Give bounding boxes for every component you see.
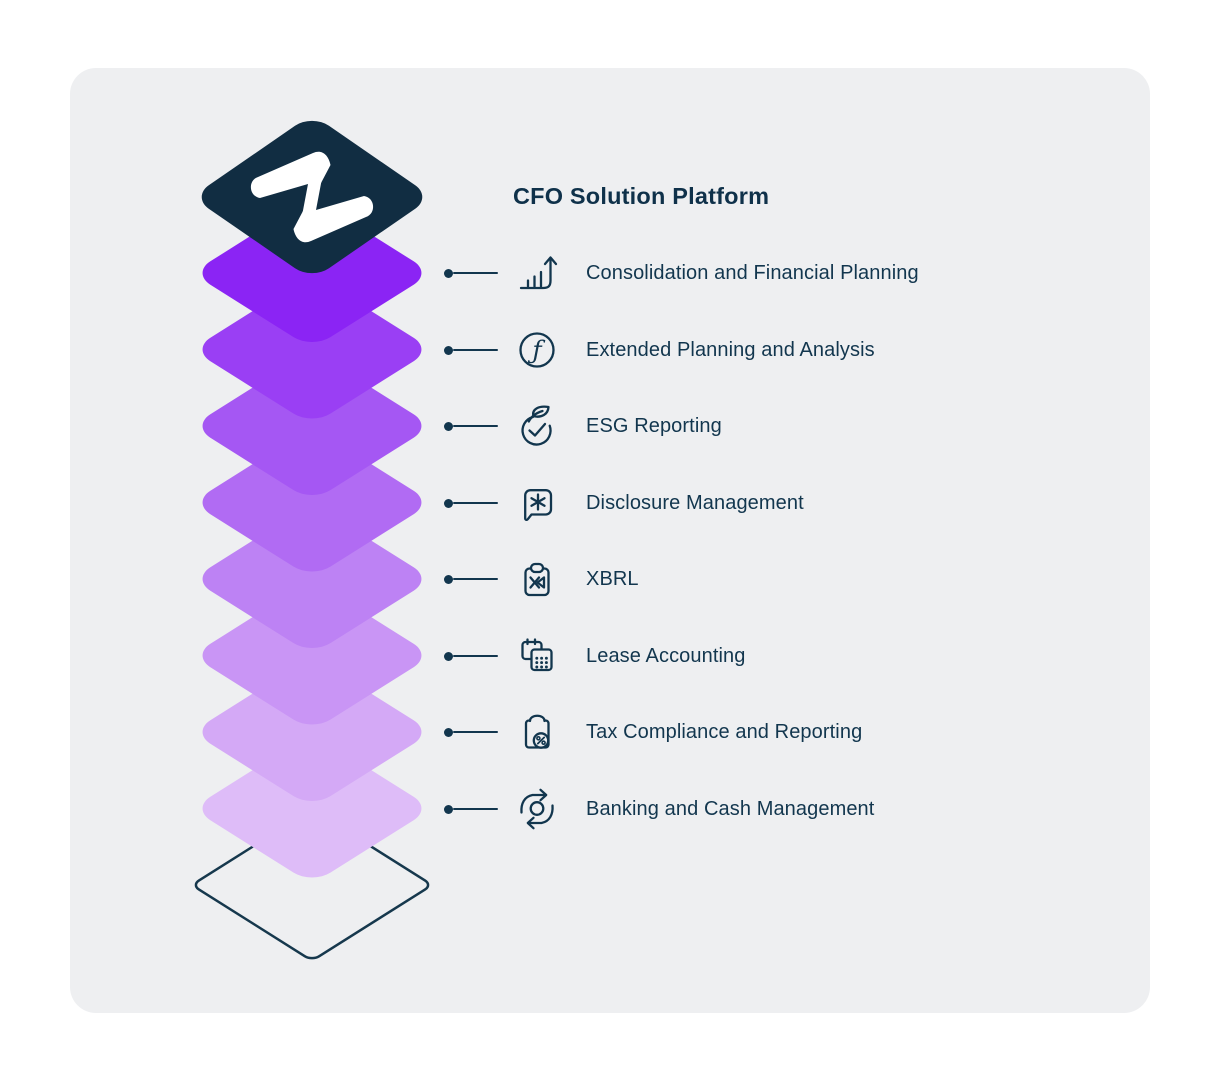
- connector: [444, 268, 498, 278]
- sync-arrows-icon: [515, 787, 559, 831]
- function-circle-icon: ƒ: [515, 328, 559, 372]
- platform-item-label: Tax Compliance and Reporting: [586, 720, 863, 743]
- connector-dot: [444, 651, 453, 661]
- platform-item: ƒ Extended Planning and Analysis: [444, 328, 875, 372]
- clipboard-percent-icon: [515, 710, 559, 754]
- platform-item: Banking and Cash Management: [444, 787, 874, 831]
- platform-item-label: Consolidation and Financial Planning: [586, 261, 919, 284]
- speech-bubble-asterisk-icon: [515, 481, 559, 525]
- logo-mark: [250, 151, 374, 243]
- connector: [444, 574, 498, 584]
- platform-item: Lease Accounting: [444, 634, 746, 678]
- platform-item-label: Disclosure Management: [586, 491, 804, 514]
- connector-dot: [444, 574, 453, 584]
- connector-dot: [444, 498, 453, 508]
- layer-diamond-5: [202, 510, 422, 648]
- platform-item-label: Lease Accounting: [586, 644, 746, 667]
- layer-diamond-4: [202, 433, 422, 572]
- connector-line: [453, 424, 498, 428]
- platform-item: Disclosure Management: [444, 481, 804, 525]
- layer-diamond-3: [202, 357, 422, 495]
- connector-dot: [444, 421, 453, 431]
- svg-text:ƒ: ƒ: [527, 336, 545, 365]
- connector-line: [453, 348, 498, 352]
- connector-line: [453, 501, 498, 505]
- platform-item: Tax Compliance and Reporting: [444, 710, 862, 754]
- connector-dot: [444, 727, 453, 737]
- page-title: CFO Solution Platform: [513, 183, 770, 209]
- leaf-check-icon: [515, 404, 559, 448]
- connector: [444, 345, 498, 355]
- layer-diamond-2: [202, 280, 422, 419]
- layer-diamond-7: [202, 663, 422, 801]
- platform-item-label: XBRL: [586, 567, 639, 590]
- clipboard-x-icon: [515, 557, 559, 601]
- layer-diamond-8: [202, 739, 422, 878]
- connector-line: [453, 654, 498, 658]
- connector-dot: [444, 268, 453, 278]
- connector-line: [453, 807, 498, 811]
- platform-item-label: ESG Reporting: [586, 414, 722, 437]
- platform-item: ESG Reporting: [444, 404, 722, 448]
- connector: [444, 498, 498, 508]
- connector: [444, 421, 498, 431]
- layer-diamond-6: [202, 586, 422, 725]
- platform-item-label: Banking and Cash Management: [586, 797, 875, 820]
- outline-diamond: [192, 809, 432, 960]
- connector-line: [453, 577, 498, 581]
- connector: [444, 651, 498, 661]
- bar-chart-growth-icon: [515, 251, 559, 295]
- platform-item: Consolidation and Financial Planning: [444, 251, 919, 295]
- platform-item-label: Extended Planning and Analysis: [586, 338, 875, 361]
- connector-line: [453, 271, 498, 275]
- platform-item: XBRL: [444, 557, 639, 601]
- connector: [444, 804, 498, 814]
- connector-dot: [444, 345, 453, 355]
- connector-line: [453, 730, 498, 734]
- overlapping-calendars-icon: [515, 634, 559, 678]
- connector-dot: [444, 804, 453, 814]
- connector: [444, 727, 498, 737]
